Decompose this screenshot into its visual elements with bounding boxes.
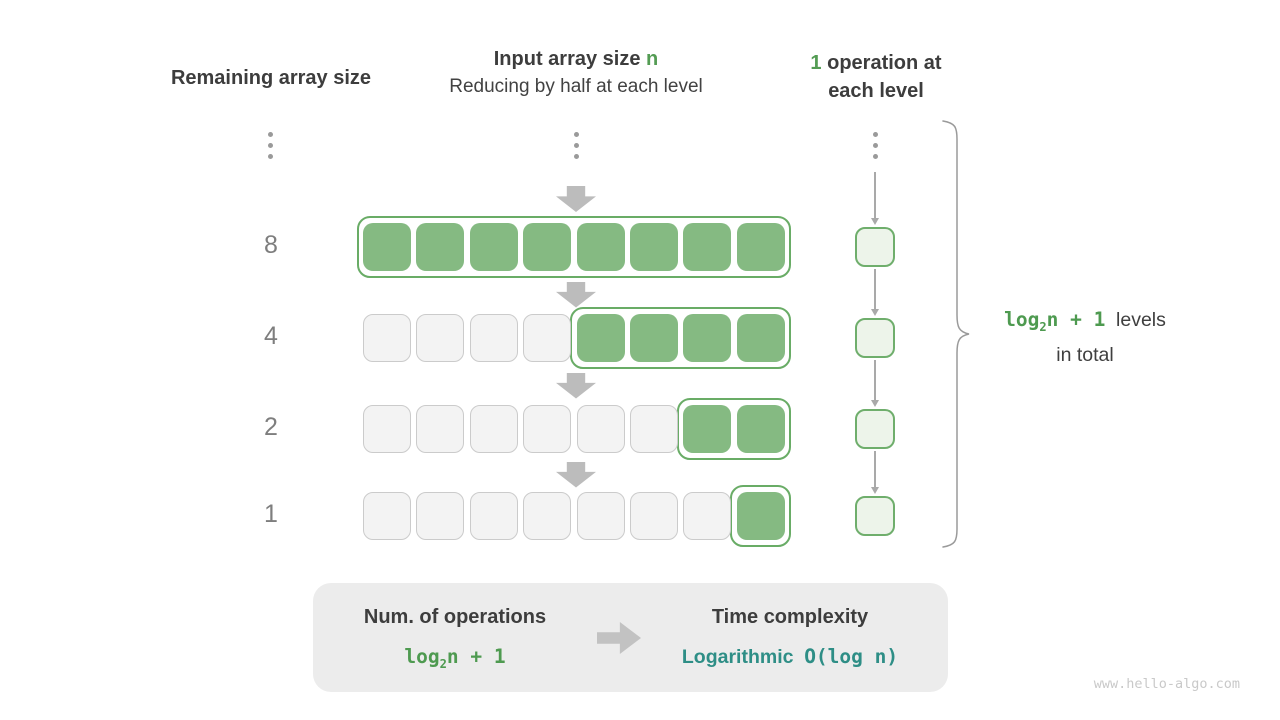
operation-cell (855, 409, 895, 449)
array-cell-filled (736, 314, 785, 362)
array-cell-empty (576, 405, 625, 453)
array-cell-empty (523, 314, 572, 362)
ellipsis-dot (267, 132, 273, 137)
operation-cell (855, 496, 895, 536)
array-cell-empty (416, 405, 465, 453)
complexity-name: Logarithmic (681, 646, 794, 668)
array-cell-filled (630, 223, 678, 271)
array-cell-filled (736, 405, 785, 453)
array-cell-filled (416, 223, 465, 271)
row-label: 1 (264, 500, 278, 528)
complexity-value: Logarithmic O(log n) (650, 645, 930, 669)
array-cell-filled (523, 223, 572, 271)
array-cell-empty (630, 492, 678, 540)
array-cell-empty (469, 405, 518, 453)
ellipsis-dot (573, 154, 579, 159)
array-cell-filled (469, 223, 518, 271)
flow-line (874, 360, 876, 401)
array-cell-filled (683, 405, 732, 453)
flow-line (874, 172, 876, 219)
row-label: 2 (264, 413, 278, 441)
merged-range-outline (356, 216, 792, 278)
array-cell-empty (363, 492, 411, 540)
flow-arrowhead-icon (870, 487, 879, 494)
array-cell-empty (683, 492, 732, 540)
down-arrow-icon (556, 461, 596, 488)
levels-formula: log2n + 1 (1004, 308, 1106, 334)
flow-arrowhead-icon (870, 309, 879, 316)
row-label: 8 (264, 231, 278, 259)
array-cell-empty (523, 492, 572, 540)
flow-line (874, 451, 876, 488)
array-cell-filled (576, 223, 625, 271)
array-cell-empty (363, 314, 411, 362)
operations-title: Num. of operations (363, 606, 547, 628)
operation-cell (855, 227, 895, 267)
header-input-array-size-subtitle: Reducing by half at each level (449, 76, 703, 97)
array-cell-empty (469, 492, 518, 540)
down-arrow-icon (556, 281, 596, 308)
down-arrow-icon (556, 372, 596, 399)
array-cell-empty (523, 405, 572, 453)
merged-range-outline (570, 307, 792, 369)
array-cell-filled (630, 314, 678, 362)
merged-range-outline (730, 485, 792, 547)
flow-line (874, 269, 876, 310)
array-cell-filled (683, 314, 732, 362)
array-cell-empty (469, 314, 518, 362)
row-label: 4 (264, 322, 278, 350)
input-size-n-accent: n (646, 48, 659, 70)
one-operation-accent: 1 (810, 52, 822, 74)
array-cell-empty (576, 492, 625, 540)
array-cell-filled (736, 223, 785, 271)
complexity-title: Time complexity (711, 606, 869, 628)
ellipsis-dot (872, 132, 878, 137)
ellipsis-dot (267, 154, 273, 159)
array-cell-filled (683, 223, 732, 271)
ellipsis-dot (573, 143, 579, 148)
flow-arrowhead-icon (870, 218, 879, 225)
array-cell-empty (630, 405, 678, 453)
operation-cell (855, 318, 895, 358)
complexity-code: O(log n) (804, 645, 899, 668)
flow-arrowhead-icon (870, 400, 879, 407)
ellipsis-dot (267, 143, 273, 148)
down-arrow-icon (556, 186, 596, 212)
header-remaining-array-size: Remaining array size (121, 64, 421, 92)
ellipsis-dot (573, 132, 579, 137)
ellipsis-dot (872, 154, 878, 159)
array-cell-filled (363, 223, 411, 271)
operations-formula: log2n + 1 (404, 645, 506, 671)
array-cell-empty (363, 405, 411, 453)
brace-icon (942, 120, 970, 548)
header-remaining-array-size-label: Remaining array size (170, 67, 372, 89)
array-cell-empty (416, 492, 465, 540)
ellipsis-dot (872, 143, 878, 148)
array-cell-filled (736, 492, 785, 540)
watermark: www.hello-algo.com (1093, 676, 1240, 692)
array-cell-filled (576, 314, 625, 362)
array-cell-empty (416, 314, 465, 362)
